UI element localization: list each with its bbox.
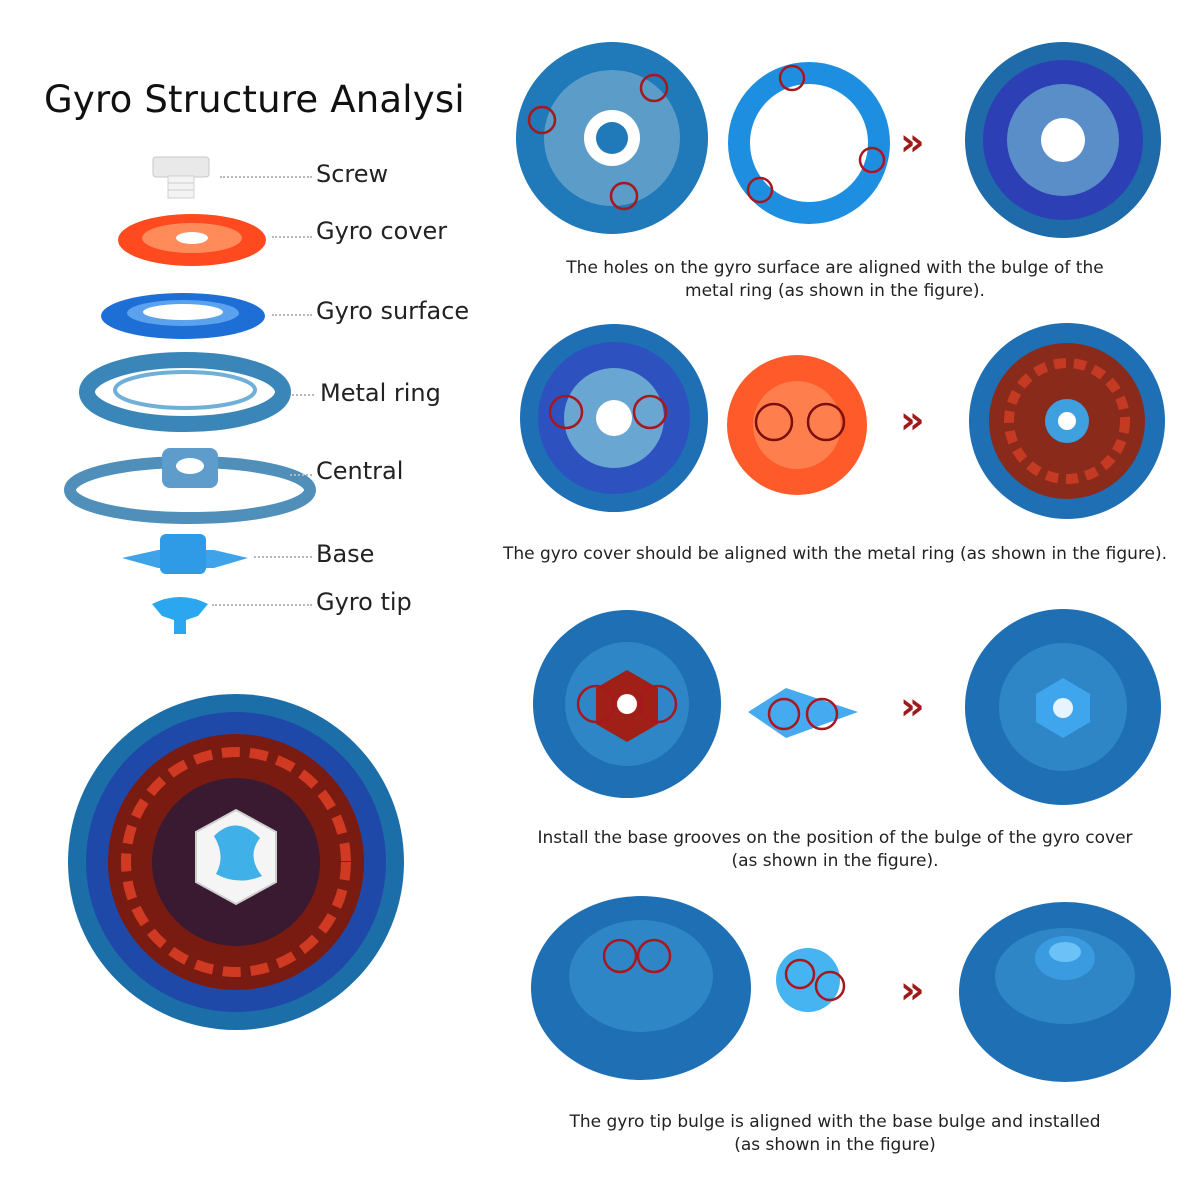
assembled-gyro-image — [68, 694, 404, 1030]
arrow-icon: » — [900, 968, 925, 1012]
step-1-result-image — [965, 42, 1161, 238]
step-3-caption: Install the base grooves on the position… — [537, 828, 1133, 871]
step-2-gyro-cover-image — [727, 355, 867, 495]
step-3-gyro-image — [533, 610, 721, 798]
part-label-gyro-surface: Gyro surface — [316, 297, 470, 325]
gyro-tip-part-image — [152, 597, 208, 634]
step-2-caption: The gyro cover should be aligned with th… — [502, 544, 1168, 564]
step-1-gyro-surface-image — [516, 42, 708, 234]
step-2-gyro-image — [520, 324, 708, 512]
part-label-central: Central — [316, 457, 404, 485]
leader-line — [292, 394, 314, 396]
base-part-image — [122, 534, 248, 574]
gyro-cover-part-image — [118, 214, 266, 266]
leader-line — [254, 556, 312, 558]
part-label-gyro-cover: Gyro cover — [316, 217, 448, 245]
step-2-result-image — [969, 323, 1165, 519]
leader-line — [272, 314, 312, 316]
leader-line — [272, 236, 312, 238]
metal-ring-part-image — [79, 352, 291, 432]
central-part-image — [64, 448, 316, 524]
gyro-surface-part-image — [101, 293, 265, 339]
page-title: Gyro Structure Analysis — [44, 78, 466, 121]
part-label-metal-ring: Metal ring — [320, 379, 441, 407]
arrow-icon: » — [900, 684, 925, 728]
step-3-result-image — [965, 609, 1161, 805]
leader-line — [220, 176, 312, 178]
part-label-screw: Screw — [316, 160, 389, 188]
arrow-icon: » — [900, 398, 925, 442]
part-label-base: Base — [316, 540, 375, 568]
arrow-icon: » — [900, 120, 925, 164]
leader-line — [290, 474, 312, 476]
step-1-caption: The holes on the gyro surface are aligne… — [566, 258, 1104, 301]
step-4-caption: The gyro tip bulge is aligned with the b… — [569, 1112, 1101, 1155]
step-4-gyro-tip-image — [776, 948, 846, 1012]
step-1-metal-ring-image — [728, 62, 890, 224]
leader-line — [212, 604, 312, 606]
step-4-result-image — [959, 902, 1171, 1082]
part-label-gyro-tip: Gyro tip — [316, 588, 412, 616]
step-4-gyro-image — [531, 896, 751, 1080]
step-3-base-image — [748, 688, 858, 738]
screw-part-image — [152, 156, 210, 199]
